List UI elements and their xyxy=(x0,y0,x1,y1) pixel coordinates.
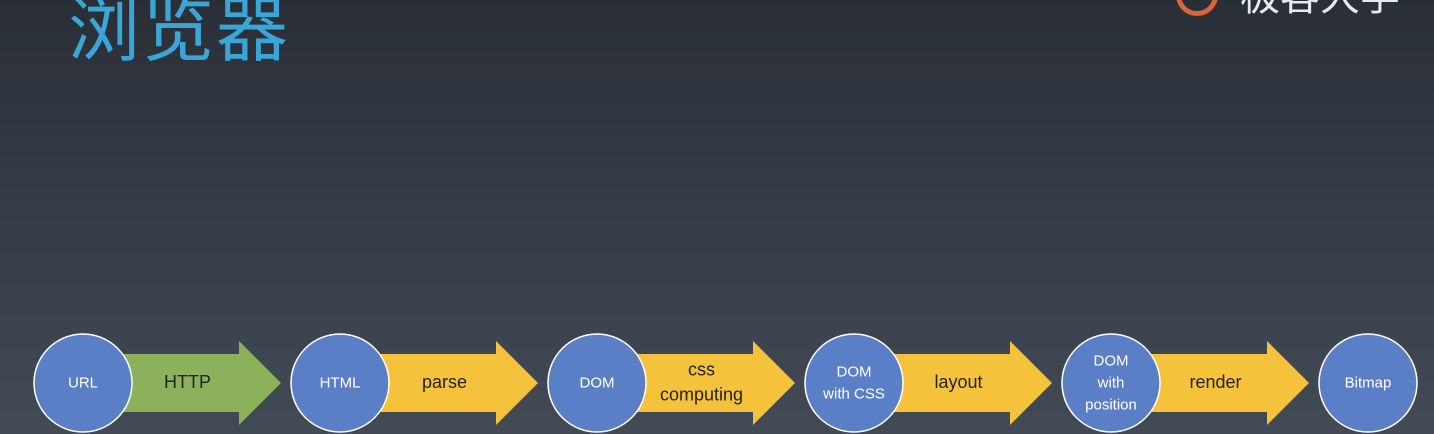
node-label-bitmap: Bitmap xyxy=(1345,375,1392,392)
node-label-url: URL xyxy=(68,375,98,392)
arrow-label-layout: layout xyxy=(934,372,982,392)
logo-text: 极客大学 xyxy=(1240,0,1400,20)
node-label-dom-with-css-line-1: DOM xyxy=(837,364,872,381)
node-label-dom-with-position-line-3: position xyxy=(1085,397,1137,414)
arrow-css-computing-shape xyxy=(630,341,795,425)
node-dom: DOM xyxy=(547,333,647,433)
arrow-http-shape xyxy=(116,341,281,425)
node-label-dom-with-position-line-2: with xyxy=(1097,375,1125,392)
node-html-circle xyxy=(290,333,390,433)
page-title: 浏览器 xyxy=(68,0,291,72)
node-label-dom: DOM xyxy=(580,375,615,392)
node-html: HTML xyxy=(290,333,390,433)
arrow-http: HTTP xyxy=(116,341,281,425)
node-label-dom-with-css-line-2: with CSS xyxy=(822,386,885,403)
arrow-render: render xyxy=(1144,341,1309,425)
arrow-label-css-computing-line-1: css xyxy=(688,360,715,380)
arrow-label-css-computing-line-2: computing xyxy=(660,385,743,405)
brand-logo: 极客大学 xyxy=(1176,0,1434,24)
node-dom-with-css-circle xyxy=(804,333,904,433)
arrow-layout: layout xyxy=(887,341,1052,425)
arrow-parse: parse xyxy=(373,341,538,425)
node-label-html: HTML xyxy=(320,375,361,392)
arrow-layout-shape xyxy=(887,341,1052,425)
arrow-label-parse: parse xyxy=(422,372,467,392)
node-bitmap-circle xyxy=(1318,333,1418,433)
node-bitmap: Bitmap xyxy=(1318,333,1418,433)
node-dom-with-position: DOM with position xyxy=(1061,333,1161,433)
arrow-render-shape xyxy=(1144,341,1309,425)
node-dom-with-css: DOM with CSS xyxy=(804,333,904,433)
node-url-circle xyxy=(33,333,133,433)
arrow-label-http: HTTP xyxy=(164,372,211,392)
arrow-parse-shape xyxy=(373,341,538,425)
node-url: URL xyxy=(33,333,133,433)
node-label-dom-with-position-line-1: DOM xyxy=(1094,353,1129,370)
arrow-css-computing: css computing xyxy=(630,341,795,425)
node-dom-circle xyxy=(547,333,647,433)
arrow-label-render: render xyxy=(1189,372,1241,392)
node-dom-with-position-circle xyxy=(1061,333,1161,433)
